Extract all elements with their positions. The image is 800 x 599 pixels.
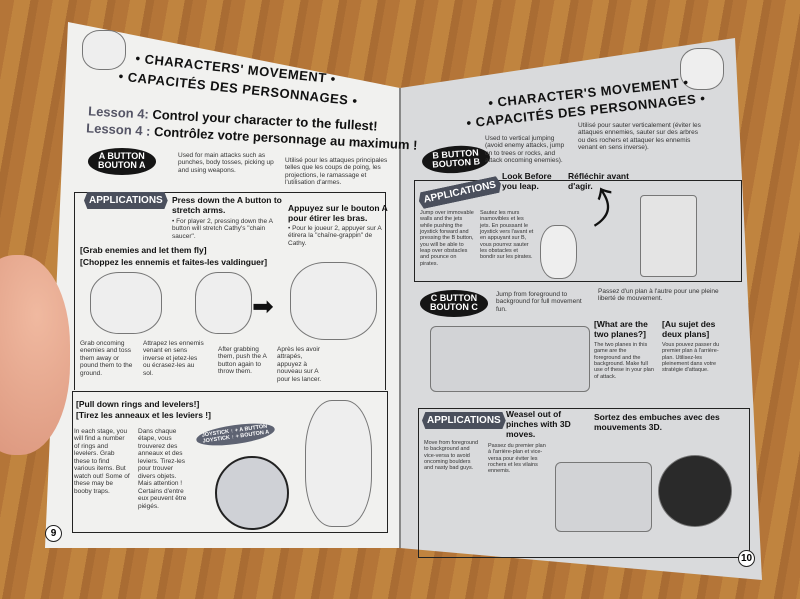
boulder-illustration — [658, 455, 732, 527]
arrow-right-icon: ➡ — [252, 291, 274, 321]
c-app-title-fr: Sortez des embuches avec des mouvements … — [594, 412, 720, 432]
a-button-desc-en: Used for main attacks such as punches, b… — [178, 152, 274, 174]
character-mascot-illustration — [82, 30, 126, 70]
app1-title-fr: Appuyez sur le bouton A pour étirer les … — [288, 203, 388, 223]
c-button-desc-fr: Passez d'un plan à l'autre pour une plei… — [598, 288, 719, 303]
ring-pull-closeup-illustration — [215, 456, 289, 530]
app1-note-en: • For player 2, pressing down the A butt… — [172, 218, 273, 240]
app1-title-en: Press down the A button to stretch arms. — [172, 195, 282, 215]
brick-wall-illustration — [640, 195, 697, 277]
planes-text-en: The two planes in this game are the fore… — [594, 342, 654, 380]
grab-text-fr: Attrapez les ennemis venant en sens inve… — [143, 340, 204, 377]
planes-title-en: [What are the two planes?] — [594, 319, 648, 339]
a-button-badge: A BUTTON BOUTON A — [88, 148, 156, 175]
b-app-title-en: Look Before you leap. — [502, 171, 552, 191]
applications-badge: APPLICATIONS — [84, 192, 168, 209]
rings-text-en: In each stage, you will find a number of… — [74, 428, 130, 495]
c-app-text-en: Move from foreground to background and v… — [424, 440, 479, 472]
two-planes-illustration — [430, 326, 590, 392]
b-applications-box — [414, 180, 742, 282]
a-applications-box — [74, 192, 386, 390]
b-app-text-fr: Sautez les murs inamovibles et les jets.… — [480, 210, 534, 261]
c-button-desc-en: Jump from foreground to background for f… — [496, 291, 582, 313]
c-app-title-en: Weasel out of pinches with 3D moves. — [506, 409, 571, 439]
b-button-desc-en: Used to vertical jumping (avoid enemy at… — [485, 135, 565, 165]
b-button-desc-fr: Utilisé pour sauter verticalement (évite… — [578, 122, 701, 152]
throw-text-fr: Après les avoir attrapés, appuyez à nouv… — [277, 346, 322, 383]
b-app-text-en: Jump over immovable walls and the jets w… — [420, 210, 474, 267]
rings-title-fr: [Tirez les anneaux et les leviers !] — [76, 410, 211, 420]
c-app-text-fr: Passez du premier plan à l'arrière-plan … — [488, 443, 546, 475]
page-number-left: 9 — [45, 525, 62, 542]
planes-title-fr: [Au sujet des deux plans] — [662, 319, 716, 339]
hand-holding-booklet — [0, 255, 70, 455]
character-jump-illustration — [540, 225, 577, 279]
rings-box — [72, 391, 388, 533]
enemy-illustration — [195, 272, 252, 334]
planes-text-fr: Vous pouvez passer du premier plan à l'a… — [662, 342, 720, 374]
c-applications-box — [418, 408, 750, 558]
character-mascot-illustration — [680, 48, 724, 90]
throw-text-en: After grabbing them, push the A button a… — [218, 346, 267, 376]
grab-title-fr: [Choppez les ennemis et faites-les valdi… — [80, 257, 268, 267]
applications-badge: APPLICATIONS — [422, 412, 506, 429]
b-app-title-fr: Réfléchir avant d'agir. — [568, 171, 629, 191]
character-pull-illustration — [305, 400, 372, 527]
character-throw-illustration — [290, 262, 377, 340]
grab-text-en: Grab oncoming enemies and toss them away… — [80, 340, 133, 377]
a-button-desc-fr: Utilisé pour les attaques principales te… — [285, 157, 388, 187]
rings-text-fr: Dans chaque étape, vous trouverez des an… — [138, 428, 187, 510]
grab-title-en: [Grab enemies and let them fly] — [80, 245, 207, 255]
rings-title-en: [Pull down rings and levelers!] — [76, 399, 200, 409]
c-button-badge: C BUTTON BOUTON C — [420, 290, 488, 317]
right-page — [400, 38, 762, 580]
page-number-right: 10 — [738, 550, 755, 567]
app1-note-fr: • Pour le joueur 2, appuyer sur A étirer… — [288, 225, 382, 247]
character-grab-illustration — [90, 272, 162, 334]
dodge-illustration — [555, 462, 652, 532]
